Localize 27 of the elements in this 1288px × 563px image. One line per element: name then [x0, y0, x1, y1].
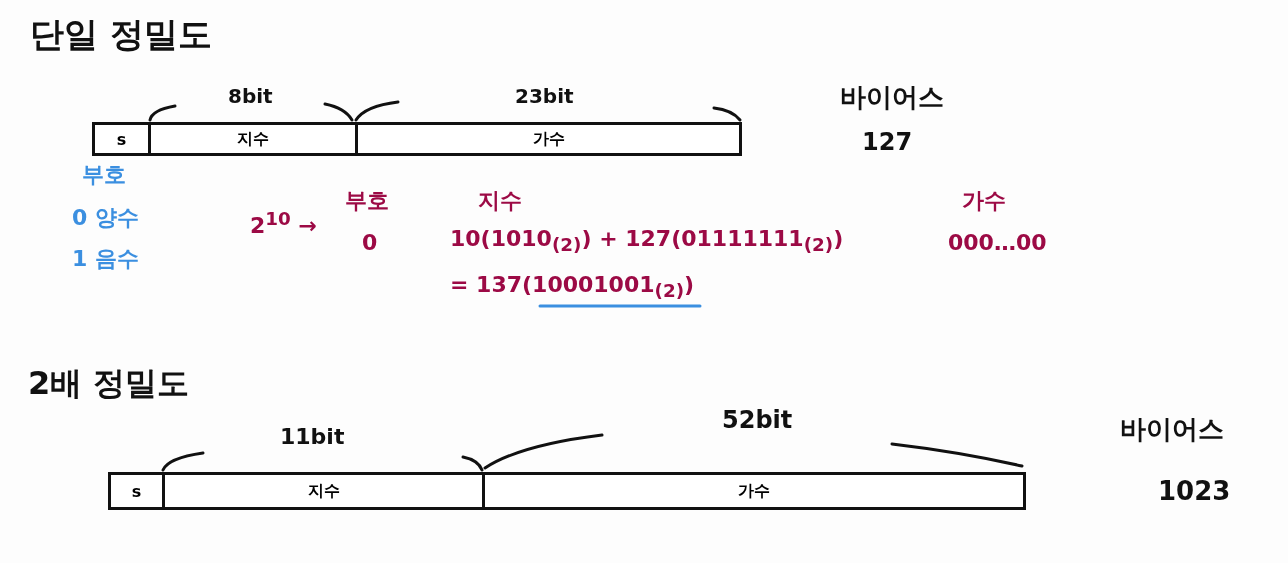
exponent-label: 지수: [478, 187, 522, 215]
exponent-field: 지수: [162, 472, 485, 510]
formula: 10(1010$_{(2)}$) + 127(01111111$_{(2)}$): [450, 226, 844, 256]
heading: 단일 정밀도: [30, 13, 212, 56]
mantissa-field: 가수: [355, 122, 742, 156]
sign-note: 0 양수: [72, 204, 139, 232]
mantissa-value: 000…00: [948, 230, 1047, 255]
formula: 2$^{10}$ →: [250, 208, 317, 239]
bit-count: 23bit: [515, 84, 574, 108]
bit-count: 8bit: [228, 84, 273, 108]
sign-field: s: [108, 472, 165, 510]
sign-field: s: [92, 122, 151, 156]
sign-value: 0: [362, 230, 378, 255]
sign-label: 부호: [82, 161, 126, 189]
formula: = 137(10001001$_{(2)}$): [450, 272, 695, 302]
mantissa-field: 가수: [482, 472, 1026, 510]
exponent-field: 지수: [148, 122, 358, 156]
mantissa-label: 가수: [962, 187, 1006, 215]
bias-label: 바이어스: [840, 81, 944, 114]
bias-value: 127: [862, 128, 913, 156]
bit-count: 11bit: [280, 424, 345, 449]
bias-value: 1023: [1158, 476, 1231, 506]
heading: 2배 정밀도: [28, 363, 190, 404]
bias-label: 바이어스: [1120, 413, 1224, 446]
sign-note: 1 음수: [72, 245, 139, 273]
sign-label: 부호: [345, 187, 389, 215]
bit-count: 52bit: [722, 406, 793, 434]
